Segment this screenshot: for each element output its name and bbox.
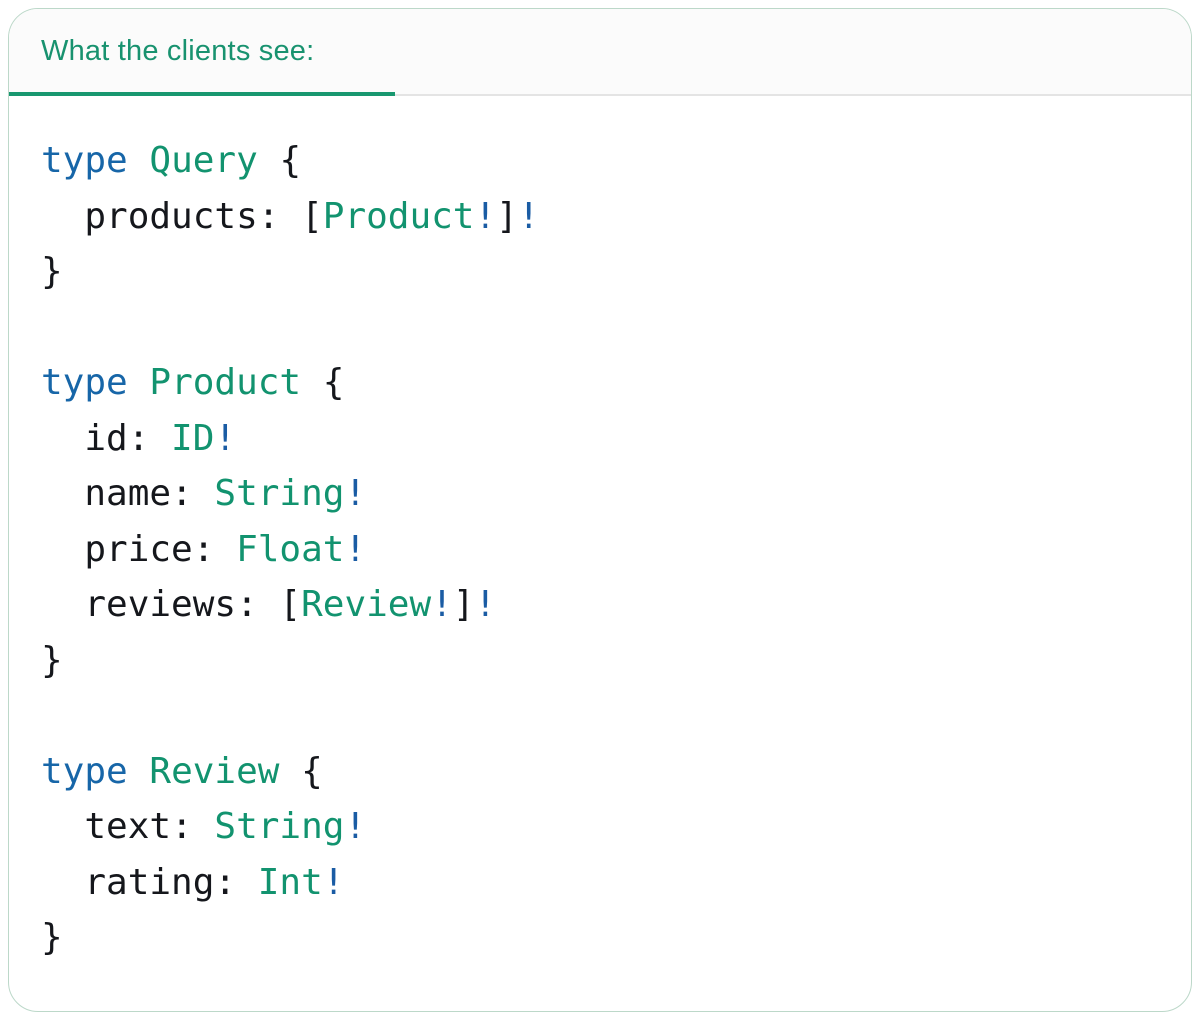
code-line: price: Float! [41,522,1171,578]
code-token-plain: } [41,639,63,681]
code-token-type: Review [301,584,432,625]
code-token-plain: } [41,251,63,292]
code-token-bang: ! [474,584,497,625]
code-line: id: ID! [41,411,1171,467]
code-panel-tabbar: What the clients see: [9,9,1191,96]
code-token-plain: name: [41,473,215,514]
code-token-bang: ! [214,417,237,459]
code-token-bang: ! [517,195,540,237]
code-line: rating: Int! [41,855,1171,911]
code-line [41,688,1171,744]
code-line: type Review { [41,744,1171,800]
code-line: reviews: [Review!]! [41,577,1171,633]
active-tab-indicator [9,92,395,96]
code-token-bang: ! [344,528,367,570]
code-line: } [41,910,1171,966]
code-token-plain: id: [41,417,172,459]
code-token-keyword: type [41,140,128,181]
code-line: name: String! [41,466,1171,522]
code-token-type: Product [149,362,302,403]
code-token-type: String [214,806,345,847]
code-line [41,300,1171,356]
code-token-plain: price: [41,528,237,570]
code-token-plain: products: [ [41,195,323,237]
code-token-type: Review [149,750,280,792]
code-token-plain: ] [496,195,518,237]
code-token-type: Product [322,195,475,237]
code-token-bang: ! [344,473,367,514]
code-token-type: Int [257,861,323,903]
code-line: } [41,244,1171,300]
code-token-type: Float [236,528,345,570]
code-token-plain: text: [41,806,215,847]
code-token-plain: reviews: [ [41,584,302,625]
code-token-type: ID [171,417,215,459]
code-token-type: Query [149,140,258,181]
code-token-plain [128,140,150,181]
code-token-plain: ] [452,584,475,625]
code-token-bang: ! [344,806,367,847]
graphql-schema-code-block: type Query { products: [Product!]!}type … [9,96,1191,986]
code-token-bang: ! [322,861,345,903]
code-line: text: String! [41,799,1171,855]
code-line: } [41,633,1171,689]
code-token-type: String [214,473,345,514]
code-token-plain: { [279,750,323,792]
code-token-plain: } [41,917,63,958]
code-token-bang: ! [474,195,497,237]
code-line: type Query { [41,133,1171,189]
code-token-plain: rating: [41,861,258,903]
code-panel-card: What the clients see: type Query { produ… [8,8,1192,1012]
code-token-bang: ! [431,584,453,625]
code-token-keyword: type [41,362,128,403]
code-token-plain: { [301,362,345,403]
code-token-keyword: type [41,750,128,792]
code-line: products: [Product!]! [41,189,1171,245]
code-token-plain: { [257,140,302,181]
code-token-plain [128,362,150,403]
code-line: type Product { [41,355,1171,411]
tab-clients-view[interactable]: What the clients see: [41,35,315,67]
code-token-plain [128,751,150,792]
